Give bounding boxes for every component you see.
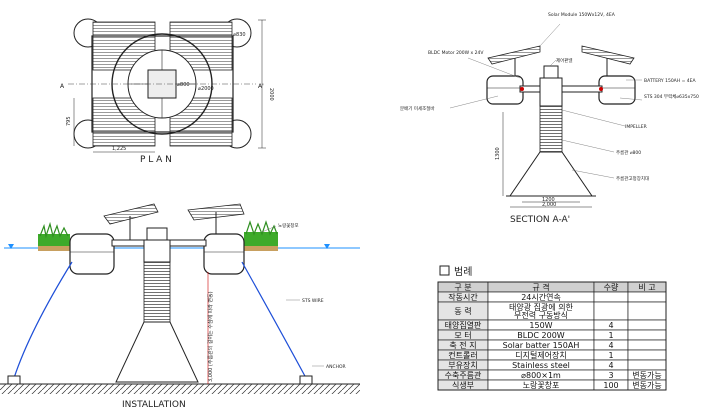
section-title: SECTION A-A' [510,215,570,225]
section-float-left [486,75,524,105]
plan-section-a: A [60,83,65,90]
section-dim-height: 1300 [495,147,501,160]
label-sts: STS 304 부력체⌀635x750 [644,93,699,100]
install-panel-left [103,203,159,225]
label-pipe: 주름관 ⌀800 [616,149,641,156]
legend-cell: 노랑꽃창포 [523,380,560,390]
section-panel-left [487,45,541,65]
legend-cell: 3 [608,371,613,380]
plan-section-a2: A' [258,83,264,90]
legend-cell: 24시간연속 [521,292,561,302]
legend-cell: 4 [608,321,613,330]
label-fountain: 분배기 미세조절바 [400,105,435,112]
anchor-left [7,375,21,385]
legend-cell: 축 전 지 [449,340,476,350]
label-bldc-motor: BLDC Motor 200W x 24V [428,50,484,56]
legend-cell: 컨트롤러 [448,350,477,360]
legend-cell: 변동가능 [632,370,661,380]
legend-header-cell: 구 분 [454,283,471,292]
install-controller [146,227,168,241]
section-view: 1300 1200 2,000 Solar Module 150Wx12V, 4… [400,12,699,225]
legend-cell: 150W [529,321,552,330]
label-solar-module: Solar Module 150Wx12V, 4EA [548,12,616,18]
install-pipe [143,261,171,323]
legend-cell: 식생부 [452,380,474,390]
legend-header-cell: 수량 [604,282,619,292]
plan-panel-tr [169,21,233,71]
legend-cell: 100 [603,381,618,390]
label-anchor: ANCHOR [326,364,346,370]
legend-cell: 변동가능 [632,380,661,390]
plan-view: A A' ⌀830 ⌀2000 ⌀800 2000 795 1,225 P L … [60,18,274,165]
section-motor [539,77,563,107]
legend-header-cell: 규 격 [532,282,549,292]
label-fixing: 주름관고정장치대 [616,175,649,182]
legend-cell: 태양집열판 [445,320,482,330]
legend-header-cell: 비 고 [638,283,655,292]
install-float-left [69,233,115,275]
section-dim-width-outer: 2,000 [542,202,556,208]
legend-cell: 4 [608,341,613,350]
section-controller [543,65,559,79]
anchor-right [299,375,313,385]
install-dim-depth: 3,000 (주름관의 길이는 수심에 따라 변동) [207,291,214,382]
plan-dim-left: 795 [66,116,72,126]
section-panel-right [581,45,635,65]
legend-cell: 부유장치 [448,360,477,370]
wire-left [13,261,73,379]
legend-title: 범례 [454,266,472,278]
label-sts-wire: STS WIRE [302,298,324,304]
legend-cell: BLDC 200W [517,331,565,340]
install-float-right [203,233,245,275]
label-battery: BATTERY 150AH = 4EA [644,78,696,84]
legend-cell: 수축주름관 [445,370,482,380]
label-controller: 제어판넬 [556,57,573,64]
install-motor [143,239,171,263]
wire-right [241,261,307,379]
plan-dim-ring-inner: ⌀800 [177,82,190,88]
installation-view: 3,000 (주름관의 길이는 수심에 따라 변동) 노랑꽃창포 STS WIR… [0,203,360,410]
legend-cell: 1 [608,351,613,360]
legend-cell: 작동시간 [448,292,478,302]
legend-cell: Stainless steel [512,361,570,370]
legend-cell: Solar batter 150AH [503,341,580,350]
plants-right [244,232,278,248]
plan-title: P L A N [140,155,172,165]
section-cone [509,151,593,197]
install-cone [115,321,199,383]
installation-title: INSTALLATION [122,400,186,410]
legend-cell: ⌀800×1m [521,371,561,380]
plan-dim-corner: ⌀830 [233,32,246,38]
legend-cell: 동 력 [454,306,471,316]
legend-cell: 모 터 [454,331,471,340]
plan-dim-ring-outer: ⌀2000 [198,86,214,92]
legend-cell: 디지털제어장치 [515,350,567,360]
section-dim-width-inner: 1200 [542,197,555,203]
label-plants: 노랑꽃창포 [278,222,299,229]
plants-left [38,234,70,248]
legend-cell: 1 [608,331,613,340]
plan-dim-bottom: 1,225 [112,146,126,152]
label-impeller: IMPELLER [625,124,647,130]
plan-dim-height: 2000 [268,88,274,101]
legend-cell: 4 [608,361,613,370]
section-pipe [539,105,563,153]
